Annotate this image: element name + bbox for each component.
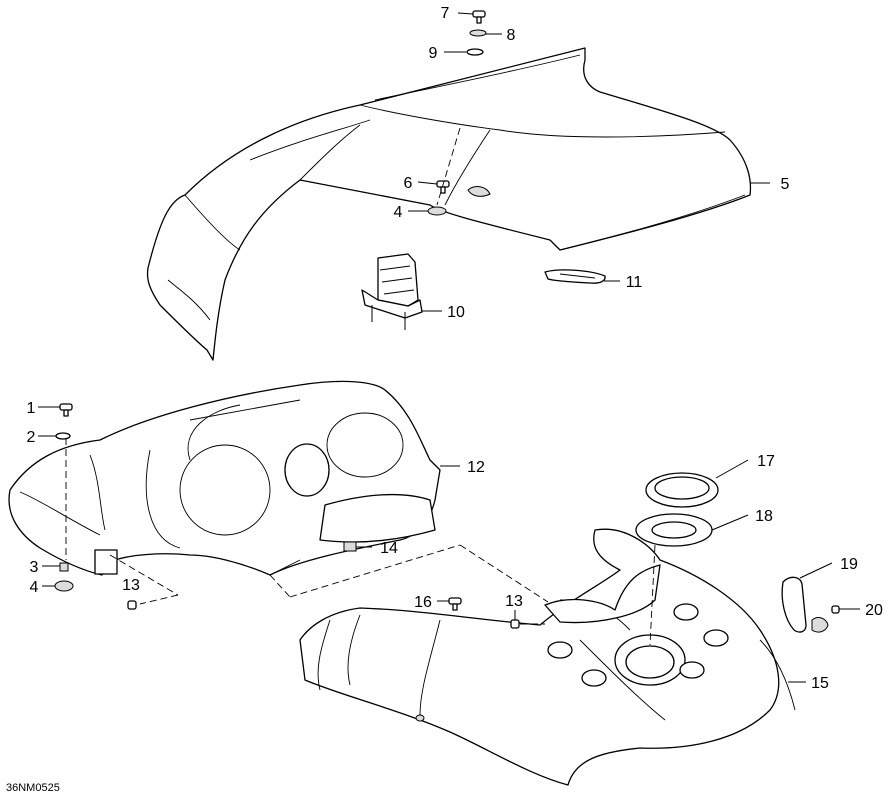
callout-4-upper: 4 xyxy=(394,204,403,221)
callout-15: 15 xyxy=(811,675,829,692)
grommet-8 xyxy=(469,29,487,37)
dashboard-console xyxy=(8,380,441,576)
callout-labels: 7 8 9 6 4 5 11 10 1 2 12 3 4 13 14 17 18… xyxy=(27,5,883,692)
bracket-11 xyxy=(544,269,606,284)
callout-19: 19 xyxy=(840,556,858,573)
screw-1 xyxy=(59,403,73,417)
callout-20: 20 xyxy=(865,602,883,619)
clip-14 xyxy=(343,541,357,552)
callout-16: 16 xyxy=(414,594,432,611)
hood-panel xyxy=(146,47,752,361)
callout-9: 9 xyxy=(429,45,438,62)
callout-12: 12 xyxy=(467,459,485,476)
callout-13-right: 13 xyxy=(505,593,523,610)
handle-19 xyxy=(781,576,807,633)
washer-2 xyxy=(55,432,71,440)
callout-11: 11 xyxy=(626,274,643,291)
connector-10 xyxy=(361,253,423,330)
callout-10: 10 xyxy=(447,304,465,321)
washer-9 xyxy=(466,48,484,56)
ring-17 xyxy=(645,472,719,508)
leader-lines xyxy=(38,12,860,683)
callout-2: 2 xyxy=(27,429,36,446)
screw-20 xyxy=(811,605,840,633)
callout-3: 3 xyxy=(30,559,39,576)
gasket-18 xyxy=(635,513,713,547)
grommet-4-lower xyxy=(54,580,74,592)
figure-reference-code: 36NM0525 xyxy=(6,782,60,794)
screw-16 xyxy=(448,597,462,611)
callout-7: 7 xyxy=(441,5,450,22)
callout-4-lower: 4 xyxy=(30,579,39,596)
callout-17: 17 xyxy=(757,453,775,470)
callout-14: 14 xyxy=(380,540,398,557)
callout-13-left: 13 xyxy=(122,577,140,594)
callout-6: 6 xyxy=(404,175,413,192)
nut-3 xyxy=(59,562,69,572)
screw-13-right xyxy=(510,619,520,629)
lower-tub xyxy=(299,528,796,786)
callout-8: 8 xyxy=(507,27,516,44)
screw-7 xyxy=(472,10,486,24)
screw-13-left xyxy=(127,600,137,610)
callout-1: 1 xyxy=(27,400,36,417)
callout-18: 18 xyxy=(755,508,773,525)
nut-4-upper xyxy=(427,206,447,216)
callout-5: 5 xyxy=(781,176,790,193)
